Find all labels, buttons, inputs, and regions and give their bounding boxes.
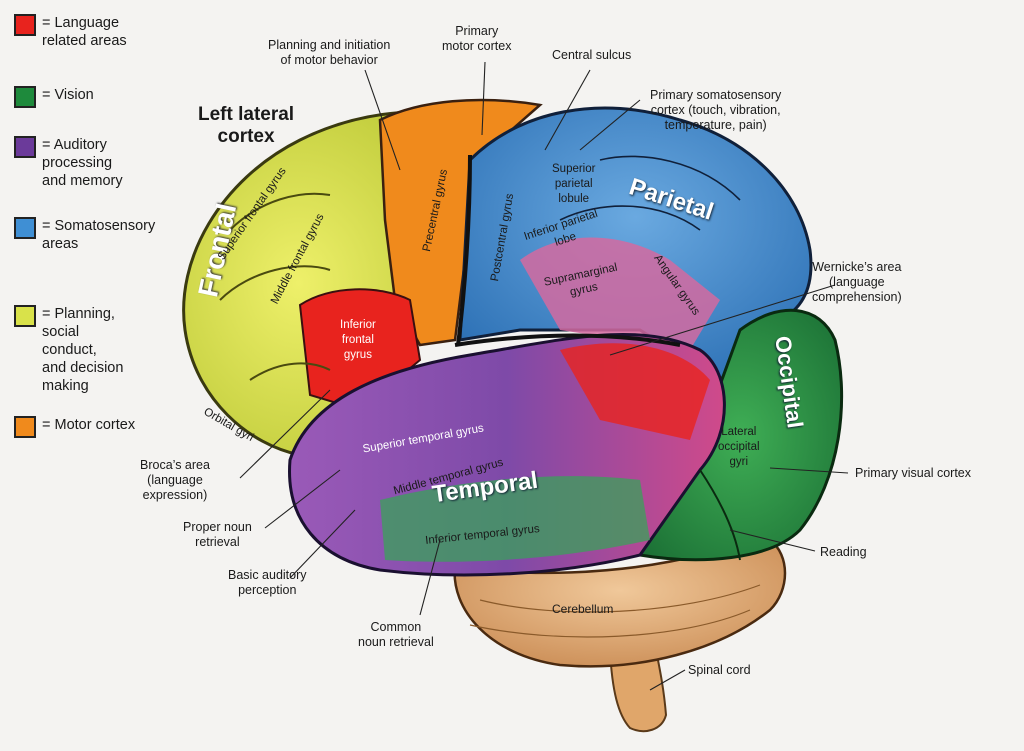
callout-primary-somatosensory: Primary somatosensory cortex (touch, vib… <box>650 88 782 132</box>
callout-spinal-cord: Spinal cord <box>688 663 751 677</box>
legend-label-vision: = Vision <box>42 87 94 103</box>
legend-item-vision: = Vision <box>14 86 94 108</box>
label-inferior-frontal-gyrus: Inferior frontal gyrus <box>340 319 376 361</box>
legend-item-language: = Language related areas <box>14 14 127 50</box>
occipital-lobe-shape <box>637 308 844 562</box>
callout-reading: Reading <box>820 545 867 559</box>
diagram-title: Left lateral cortex <box>198 104 295 147</box>
swatch-language <box>14 14 36 36</box>
callout-brocas-area: Broca’s area (language expression) <box>140 458 210 502</box>
legend-label-somatosensory: = Somatosensory areas <box>42 218 156 252</box>
swatch-somatosensory <box>14 217 36 239</box>
legend-item-auditory: = Auditory processing and memory <box>14 136 123 190</box>
callout-primary-motor-cortex: Primary motor cortex <box>442 24 512 53</box>
callout-primary-visual-cortex: Primary visual cortex <box>855 466 971 480</box>
swatch-motor <box>14 416 36 438</box>
callout-central-sulcus: Central sulcus <box>552 48 632 62</box>
callout-basic-auditory-perception: Basic auditory perception <box>228 568 307 597</box>
callout-planning: Planning and initiation of motor behavio… <box>268 38 391 67</box>
callout-common-noun-retrieval: Common noun retrieval <box>358 620 434 649</box>
label-lateral-occipital-gyri: Lateral occipital gyri <box>718 426 760 468</box>
legend-label-language: = Language related areas <box>42 15 127 49</box>
swatch-vision <box>14 86 36 108</box>
legend-item-planning: = Planning, social conduct, and decision… <box>14 305 123 395</box>
swatch-planning <box>14 305 36 327</box>
motor-cortex-shape <box>378 98 543 347</box>
spinal-cord <box>608 649 668 733</box>
legend-item-somatosensory: = Somatosensory areas <box>14 217 155 253</box>
callout-proper-noun-retrieval: Proper noun retrieval <box>183 520 252 549</box>
label-cerebellum: Cerebellum <box>552 602 614 616</box>
legend-label-motor: = Motor cortex <box>42 417 136 433</box>
callout-lines <box>239 61 849 691</box>
label-superior-parietal-lobule: Superior parietal lobule <box>552 163 596 205</box>
callout-wernickes-area: Wernicke’s area (language comprehension) <box>812 260 902 304</box>
legend-item-motor: = Motor cortex <box>14 416 135 438</box>
legend-label-auditory: = Auditory processing and memory <box>42 137 123 189</box>
legend-label-planning: = Planning, social conduct, and decision… <box>42 306 124 394</box>
swatch-auditory <box>14 136 36 158</box>
